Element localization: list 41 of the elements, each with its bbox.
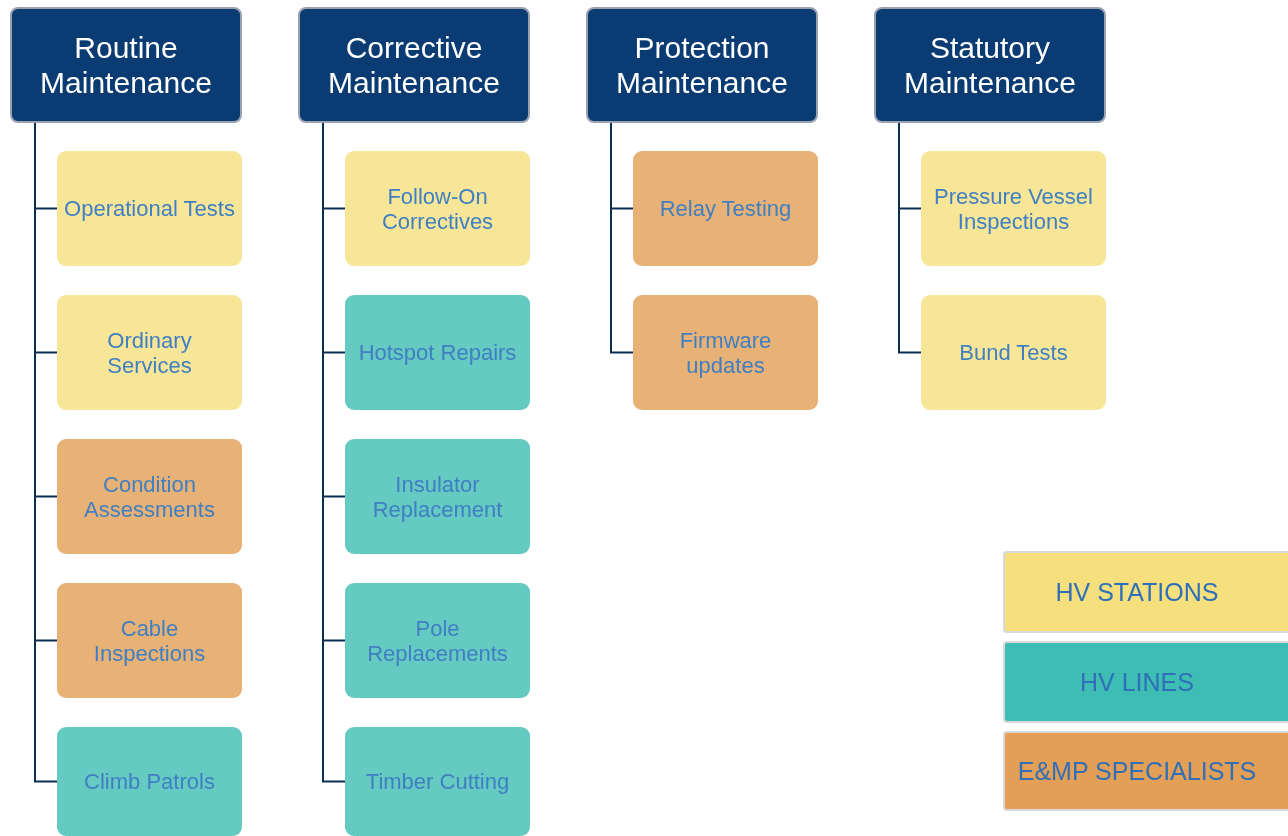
category-box (298, 7, 530, 123)
task-label: Firmware updates (678, 327, 773, 378)
category-box (10, 7, 242, 123)
category-box (586, 7, 818, 123)
task-label: Relay Testing (659, 196, 792, 221)
task-box (921, 295, 1106, 410)
task-box (57, 295, 242, 410)
legend-label: E&MP SPECIALISTS (1017, 757, 1257, 785)
category-heading: Corrective Maintenance (327, 30, 501, 100)
legend-label: HV STATIONS (1055, 578, 1219, 606)
task-box (633, 151, 818, 266)
task-label: Timber Cutting (365, 769, 510, 794)
task-label: Bund Tests (959, 340, 1068, 365)
task-label: Pole Replacements (366, 615, 509, 666)
legend-label: HV LINES (1080, 668, 1194, 696)
connector-line (610, 122, 634, 354)
task-box (633, 295, 818, 410)
task-label: Pressure Vessel Inspections (933, 183, 1094, 234)
task-box (345, 439, 530, 554)
task-box (57, 583, 242, 698)
category-heading: Protection Maintenance (615, 30, 789, 100)
task-box (345, 583, 530, 698)
task-box (345, 295, 530, 410)
category-heading: Statutory Maintenance (903, 30, 1077, 100)
connector-line (898, 122, 922, 354)
task-box (57, 151, 242, 266)
task-box (345, 151, 530, 266)
task-label: Climb Patrols (84, 769, 215, 794)
task-label: Cable Inspections (92, 615, 207, 666)
task-box (57, 727, 242, 836)
task-box (921, 151, 1106, 266)
task-label: Insulator Replacement (371, 471, 504, 522)
task-label: Follow-On Correctives (380, 183, 495, 234)
category-heading: Routine Maintenance (39, 30, 213, 100)
task-box (345, 727, 530, 836)
task-label: Condition Assessments (83, 471, 216, 522)
task-label: Operational Tests (64, 196, 235, 221)
category-box (874, 7, 1106, 123)
task-label: Ordinary Services (106, 327, 193, 378)
task-box (57, 439, 242, 554)
task-label: Hotspot Repairs (358, 340, 517, 365)
